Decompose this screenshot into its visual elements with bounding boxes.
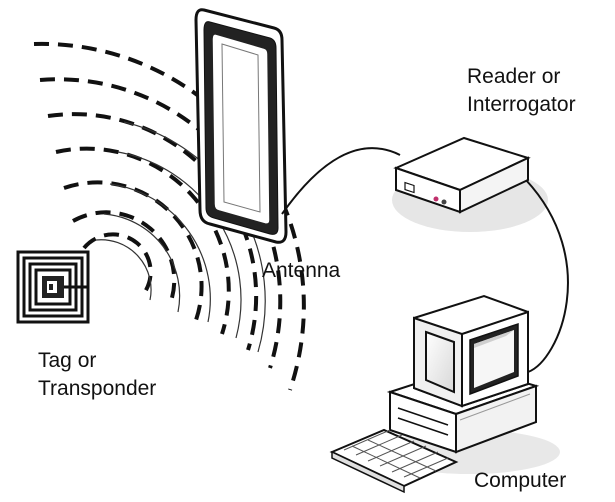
computer-device xyxy=(329,294,560,494)
antenna-reader-cable xyxy=(281,147,401,215)
tag-label-line1: Tag or xyxy=(38,349,97,372)
reader-label-line1: Reader or xyxy=(467,65,561,88)
reader-computer-cable xyxy=(525,179,569,373)
computer-label: Computer xyxy=(474,469,567,492)
reader-device xyxy=(392,136,548,232)
tag-transponder xyxy=(16,250,90,324)
reader-label-line2: Interrogator xyxy=(467,93,576,116)
antenna-panel xyxy=(194,8,288,244)
antenna-label: Antenna xyxy=(262,259,341,282)
tag-label-line2: Transponder xyxy=(38,377,157,400)
